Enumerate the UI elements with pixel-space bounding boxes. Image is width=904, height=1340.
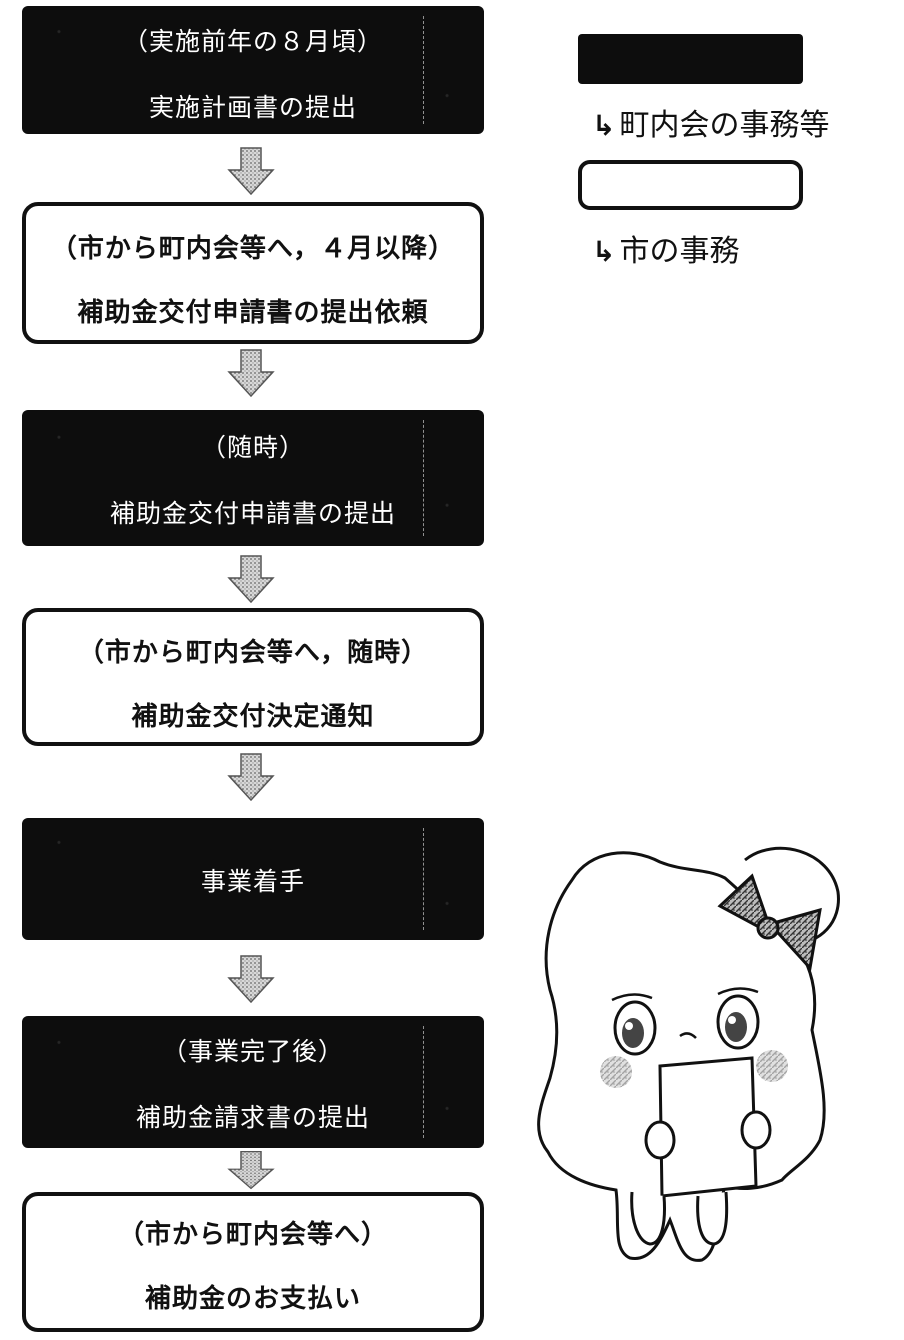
step-title: 補助金交付決定通知 — [131, 702, 375, 732]
divider-line — [423, 420, 424, 536]
down-arrow-icon — [227, 753, 275, 802]
step-title: 補助金請求書の提出 — [135, 1103, 370, 1132]
legend-label-city: ↳市の事務 — [592, 226, 739, 270]
step-timing: （市から町内会等へ） — [117, 1220, 388, 1250]
flow-step-application-submission: （随時） 補助金交付申請書の提出 — [22, 410, 484, 546]
step-title: 補助金交付申請書の提出依頼 — [77, 298, 429, 328]
down-arrow-icon — [227, 147, 275, 196]
down-arrow-icon — [227, 1151, 275, 1190]
down-arrow-icon — [227, 555, 275, 604]
step-title: 事業着手 — [200, 867, 305, 896]
step-title: 補助金のお支払い — [144, 1284, 361, 1314]
corner-arrow-icon: ↳ — [592, 109, 616, 142]
flow-step-invoice-submission: （事業完了後） 補助金請求書の提出 — [22, 1016, 484, 1148]
flow-step-plan-submission: （実施前年の８月頃） 実施計画書の提出 — [22, 6, 484, 134]
divider-line — [423, 828, 424, 930]
legend-swatch-city — [578, 160, 803, 210]
legend-swatch-resident — [578, 34, 803, 84]
step-title: 補助金交付申請書の提出 — [109, 499, 396, 528]
step-timing: （随時） — [200, 433, 305, 462]
legend-label-resident: ↳町内会の事務等 — [592, 100, 829, 144]
step-title: 実施計画書の提出 — [148, 93, 357, 122]
legend-text-city: 市の事務 — [619, 234, 740, 269]
mascot-illustration — [537, 846, 840, 1262]
legend-text-resident: 町内会の事務等 — [619, 108, 830, 143]
down-arrow-icon — [227, 349, 275, 398]
corner-arrow-icon: ↳ — [592, 235, 616, 268]
flow-step-project-start: 事業着手 — [22, 818, 484, 940]
step-timing: （市から町内会等へ，４月以降） — [50, 234, 456, 264]
divider-line — [423, 16, 424, 124]
down-arrow-icon — [227, 955, 275, 1004]
flow-step-payment: （市から町内会等へ） 補助金のお支払い — [22, 1192, 484, 1332]
flow-step-application-request: （市から町内会等へ，４月以降） 補助金交付申請書の提出依頼 — [22, 202, 484, 344]
flow-step-decision-notice: （市から町内会等へ，随時） 補助金交付決定通知 — [22, 608, 484, 746]
step-timing: （実施前年の８月頃） — [122, 27, 383, 56]
step-timing: （市から町内会等へ，随時） — [77, 638, 429, 668]
divider-line — [423, 1026, 424, 1138]
step-timing: （事業完了後） — [161, 1037, 344, 1066]
